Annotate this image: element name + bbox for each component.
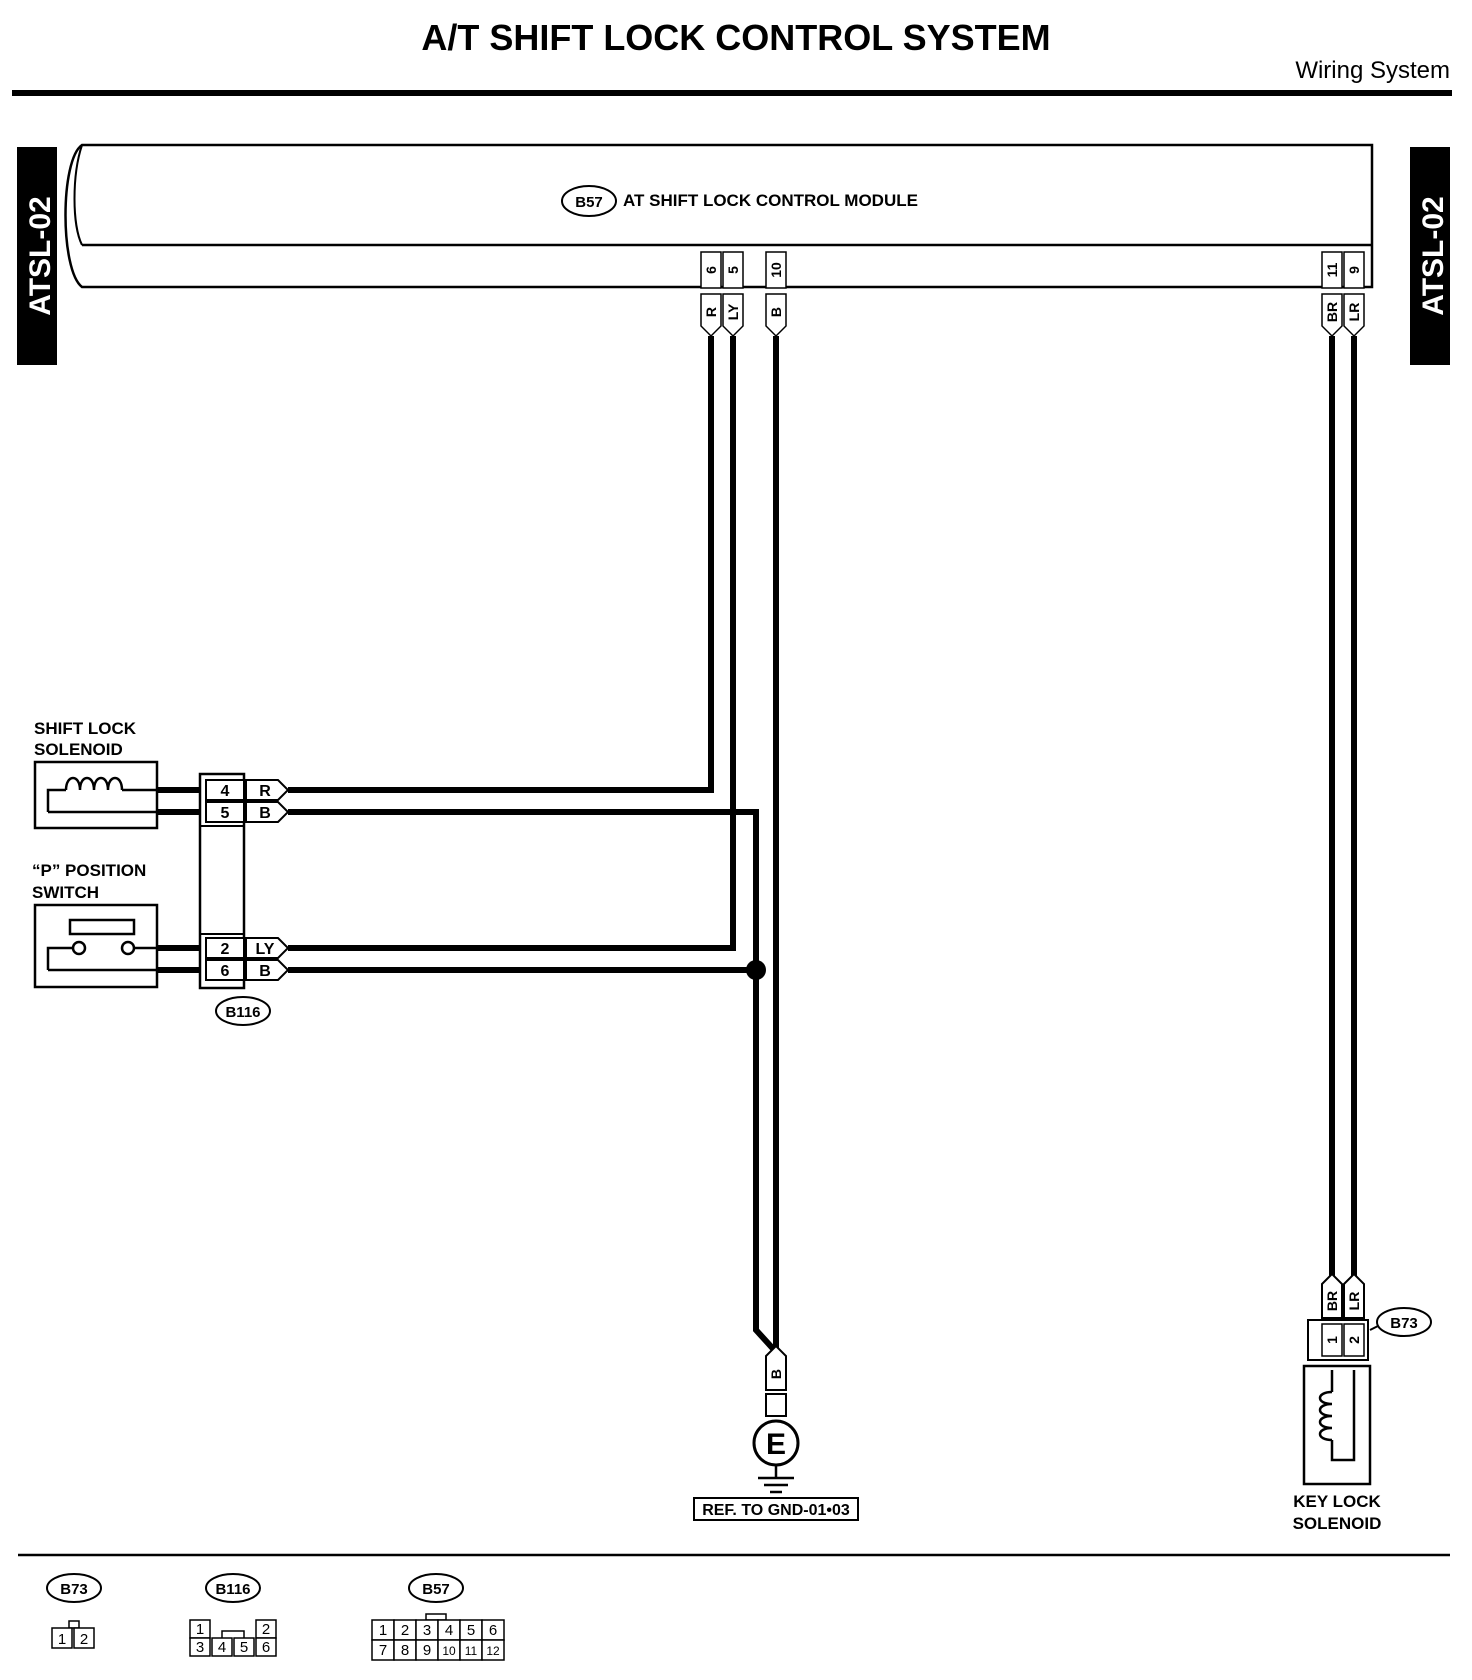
header-rule [12, 90, 1452, 96]
module-pin-11: 11 BR [1321, 251, 1343, 338]
switch-terminal-icon [71, 940, 87, 956]
shift-lock-solenoid-label-1: SHIFT LOCK [34, 719, 137, 738]
module-pin-11-wire: BR [1324, 302, 1340, 322]
p-position-switch-label-2: SWITCH [32, 883, 99, 902]
legend-b57-pin: 2 [401, 1622, 409, 1639]
module-pin-6-number: 6 [703, 266, 719, 274]
module-pin-9-number: 9 [1346, 266, 1362, 274]
legend-b57-pin: 3 [423, 1622, 431, 1639]
module-connector-badge [561, 185, 617, 217]
side-tab-left-label: ATSL-02 [24, 196, 57, 315]
ground: B E REF. TO GND-01•03 [693, 1344, 859, 1521]
module-pin-9: 9 LR [1343, 251, 1365, 338]
module-pin-10-wire: B [768, 307, 784, 317]
legend-b116: B116 1 2 3 4 5 6 [189, 1573, 277, 1657]
b116-row-5-wire: B [259, 805, 271, 822]
legend-b73-id: B73 [60, 1581, 88, 1598]
legend-b57-pin: 1 [379, 1622, 387, 1639]
device-leads [157, 787, 202, 973]
legend-b57-pin: 9 [423, 1642, 431, 1659]
legend-b57-pin: 6 [489, 1622, 497, 1639]
wire-ly [288, 336, 736, 951]
legend-b57-pin: 4 [445, 1622, 453, 1639]
legend-b116-pin: 3 [196, 1639, 204, 1656]
legend-b116-pin: 2 [262, 1621, 270, 1638]
b116-row-2: 2 LY [205, 937, 290, 959]
module-label: AT SHIFT LOCK CONTROL MODULE [623, 191, 918, 210]
module-connector-id: B57 [575, 194, 603, 211]
connector-b116: 4 R 5 B 2 LY 6 B B116 [198, 772, 290, 1026]
key-lock-pin-2: 2 [1346, 1336, 1362, 1344]
b116-row-4-wire: R [259, 783, 271, 800]
side-tab-right: ATSL-02 [1410, 147, 1450, 365]
legend-b57-pin: 11 [465, 1644, 478, 1658]
legend-b57-cell [481, 1639, 505, 1661]
legend-b57-pin: 12 [486, 1644, 500, 1658]
wire-splice [746, 960, 766, 980]
module-pin-5-wire: LY [725, 303, 741, 320]
legend-b57-pin: 7 [379, 1642, 387, 1659]
key-lock-label-1: KEY LOCK [1293, 1492, 1381, 1511]
wires [288, 336, 1357, 1356]
shift-lock-solenoid: SHIFT LOCK SOLENOID [33, 719, 159, 830]
module-pin-6-wire: R [703, 307, 719, 317]
ground-wire: B [768, 1369, 784, 1379]
legend-b116-pin: 6 [262, 1639, 270, 1656]
p-position-switch: “P” POSITION SWITCH [32, 861, 159, 989]
key-lock-label-2: SOLENOID [1293, 1514, 1382, 1533]
legend-b116-pin: 4 [218, 1639, 226, 1656]
side-tab-right-label: ATSL-02 [1417, 196, 1450, 315]
b73-badge [1376, 1307, 1432, 1337]
module-pin-5-number: 5 [725, 266, 741, 274]
wire-b-solenoid [288, 809, 779, 1355]
legend-b73-pin: 1 [58, 1631, 66, 1648]
b116-row-5: 5 B [205, 801, 290, 823]
legend-b73: B73 1 2 [46, 1573, 102, 1649]
legend-b57-pin: 10 [442, 1644, 456, 1658]
key-lock-coil-icon [1318, 1390, 1333, 1442]
b116-row-2-pin: 2 [221, 941, 230, 958]
legend-b116-pin: 1 [196, 1621, 204, 1638]
module-pin-10: 10 B [765, 251, 787, 338]
page-title: A/T SHIFT LOCK CONTROL SYSTEM [421, 17, 1050, 58]
key-lock-solenoid: BR LR 1 2 B73 KEY LOCK SOLENOID [1293, 1272, 1432, 1533]
key-lock-wire-lr: LR [1346, 1292, 1362, 1311]
b73-id: B73 [1390, 1315, 1418, 1332]
b116-id: B116 [225, 1004, 260, 1021]
module-pin-11-number: 11 [1324, 262, 1340, 277]
b116-row-6-pin: 6 [221, 963, 230, 980]
switch-contact-bar-icon [68, 918, 136, 936]
p-position-switch-label-1: “P” POSITION [32, 861, 146, 880]
b116-row-6: 6 B [205, 959, 290, 981]
module-pin-5: 5 LY [722, 251, 744, 338]
module-pin-10-number: 10 [768, 262, 784, 278]
legend-b57-pin: 8 [401, 1642, 409, 1659]
b116-row-4: 4 R [205, 779, 290, 801]
shift-lock-solenoid-label-2: SOLENOID [34, 740, 123, 759]
legend-b73-pin: 2 [80, 1631, 88, 1648]
b116-row-4-pin: 4 [221, 783, 230, 800]
side-tab-left: ATSL-02 [17, 147, 57, 365]
module-pin-6: 6 R [700, 251, 722, 338]
key-lock-wire-br: BR [1324, 1291, 1340, 1311]
ground-symbol: E [766, 1428, 786, 1461]
legend-b57-id: B57 [422, 1581, 450, 1598]
control-module: B57 AT SHIFT LOCK CONTROL MODULE [64, 143, 1374, 289]
legend-b116-id: B116 [215, 1581, 250, 1598]
module-pin-9-wire: LR [1346, 303, 1362, 322]
b116-row-5-pin: 5 [221, 805, 230, 822]
legend-b57-pin: 5 [467, 1622, 475, 1639]
legend-b116-pin: 5 [240, 1639, 248, 1656]
key-lock-pin-1: 1 [1324, 1336, 1340, 1344]
switch-terminal-icon [120, 940, 136, 956]
b116-badge [215, 996, 271, 1026]
page-subtitle: Wiring System [1295, 57, 1450, 84]
ground-reference: REF. TO GND-01•03 [702, 1502, 850, 1519]
b116-row-2-wire: LY [256, 941, 275, 958]
solenoid-coil-icon [64, 776, 124, 791]
b116-row-6-wire: B [259, 963, 271, 980]
wire-r [288, 336, 714, 793]
